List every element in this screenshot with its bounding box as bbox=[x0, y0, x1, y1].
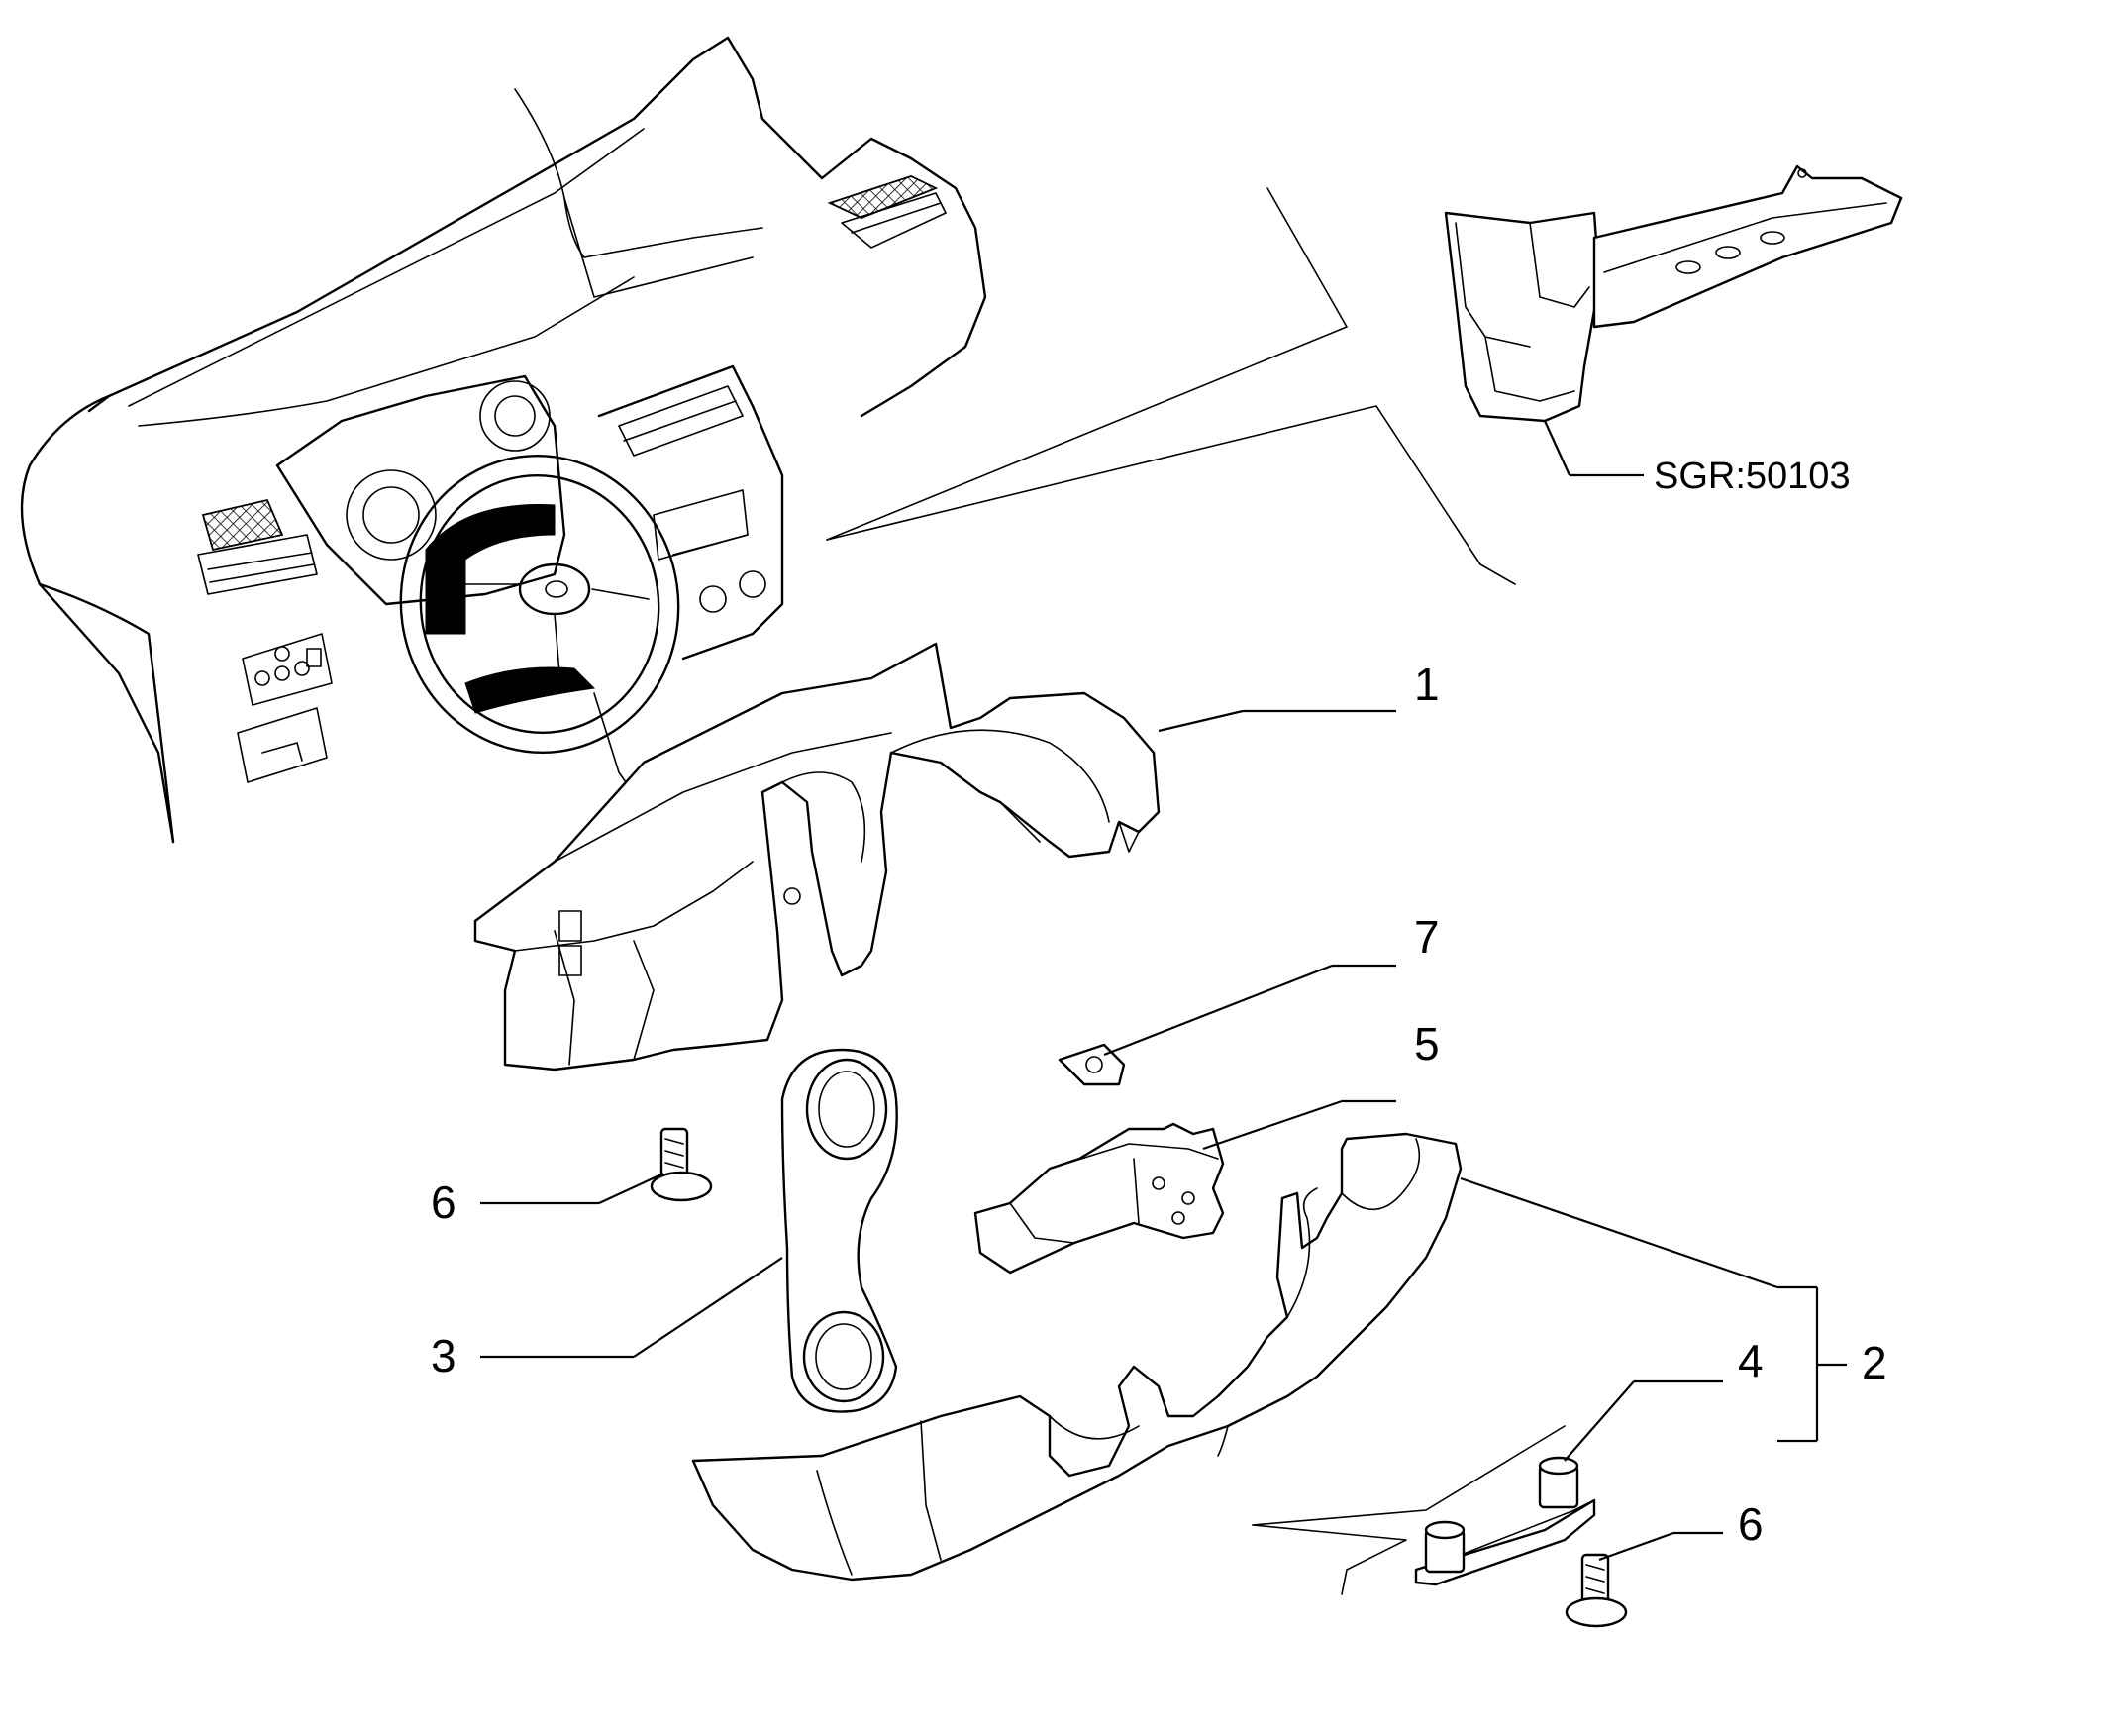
callout-2: 2 bbox=[1862, 1337, 1887, 1388]
callout-1: 1 bbox=[1414, 659, 1440, 710]
part-3-switch-bezel: 3 bbox=[431, 1048, 898, 1413]
callout-6-lower: 6 bbox=[1738, 1498, 1764, 1550]
part-5-mounting-bracket: 5 bbox=[973, 1018, 1440, 1275]
part-7-clip-nut: 7 bbox=[1058, 911, 1440, 1086]
callout-6-upper: 6 bbox=[431, 1176, 456, 1228]
part-1-upper-steering-column-cover: 1 bbox=[473, 642, 1440, 1072]
inset-bracket-assembly: SGR:50103 bbox=[1444, 164, 1903, 497]
part-6-screw-lower: 6 bbox=[1565, 1498, 1764, 1628]
sgr-reference-label: SGR:50103 bbox=[1654, 456, 1851, 497]
part-6-screw-upper: 6 bbox=[431, 1127, 713, 1228]
callout-3: 3 bbox=[431, 1330, 456, 1381]
callout-7: 7 bbox=[1414, 911, 1440, 963]
callout-5: 5 bbox=[1414, 1018, 1440, 1070]
callout-4: 4 bbox=[1738, 1335, 1764, 1386]
dashboard-overview bbox=[20, 36, 1516, 844]
part-4-retaining-plate: 4 bbox=[1252, 1335, 1764, 1595]
part-2-lower-steering-column-cover: 2 bbox=[691, 1132, 1887, 1582]
